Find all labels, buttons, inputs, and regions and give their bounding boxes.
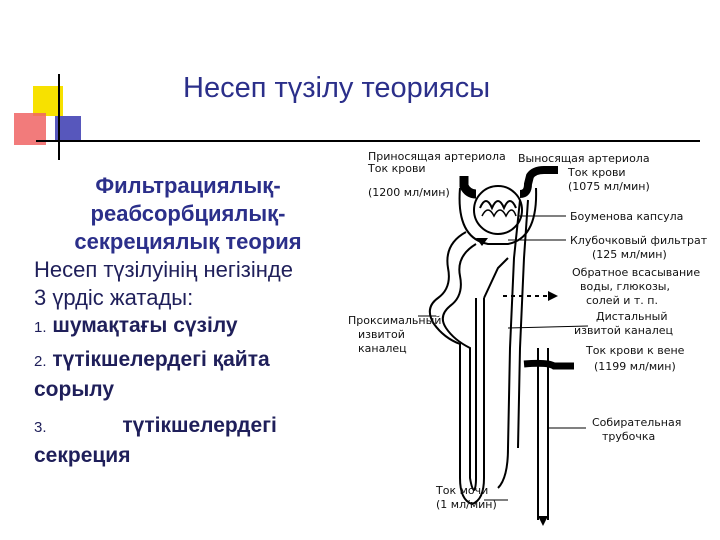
- item-continuation: сорылу: [34, 378, 115, 401]
- nephron-diagram: Приносящая артериола Ток крови (1200 мл/…: [348, 150, 708, 526]
- theory-name-line: секрециялық теория: [74, 229, 302, 254]
- label-proximal-1: Проксимальный: [348, 314, 441, 327]
- glomerulus: [473, 185, 523, 235]
- proximal-tubule: [428, 231, 467, 398]
- item-text: шумақтағы сүзілу: [52, 314, 238, 337]
- loop-of-henle-inner: [469, 298, 477, 492]
- item-continuation: секреция: [34, 444, 131, 467]
- label-filtrate-1: Клубочковый фильтрат: [570, 234, 708, 247]
- item-number: 1.: [34, 319, 47, 336]
- peritubular-capillary: [497, 199, 521, 489]
- page-title: Несеп түзілу теориясы: [183, 72, 491, 104]
- intro-line: 3 үрдіс жатады:: [34, 285, 194, 310]
- afferent-arteriole: [459, 176, 477, 199]
- label-filtrate-2: (125 мл/мин): [592, 248, 667, 261]
- intro-line: Несеп түзілуінің негізінде: [34, 257, 293, 282]
- deco-vertical-line: [58, 74, 60, 160]
- deco-horizontal-line: [36, 140, 700, 142]
- label-proximal-2: извитой: [358, 328, 405, 341]
- label-collecting-1: Собирательная: [592, 416, 681, 429]
- item-text: түтікшелердегі: [122, 414, 277, 437]
- bowman-capsule: [458, 187, 538, 245]
- label-vein-2: (1199 мл/мин): [594, 360, 676, 373]
- label-afferent-3: (1200 мл/мин): [368, 186, 450, 199]
- label-proximal-3: каналец: [358, 342, 407, 355]
- item-number: 3.: [34, 419, 47, 436]
- process-item-2: 2. түтікшелердегі қайта: [34, 346, 342, 376]
- peritubular-capillary-2: [517, 199, 529, 449]
- label-afferent-2: Ток крови: [367, 162, 426, 175]
- label-bowman: Боуменова капсула: [570, 210, 683, 223]
- vein: [523, 359, 574, 370]
- item-text: түтікшелердегі қайта: [52, 348, 270, 371]
- reabsorption-arrow-head: [548, 291, 558, 301]
- flow-arrow: [538, 516, 548, 526]
- process-item-3: 3. түтікшелердегі: [34, 412, 342, 442]
- label-vein-1: Ток крови к вене: [585, 344, 685, 357]
- label-afferent-1: Приносящая артериола: [368, 150, 506, 163]
- loop-of-henle: [459, 298, 485, 506]
- item-number: 2.: [34, 353, 47, 370]
- efferent-arteriole: [519, 166, 558, 198]
- label-efferent-2: Ток крови: [567, 166, 626, 179]
- proximal-tubule-inner: [441, 243, 477, 398]
- leader-lines: [418, 215, 589, 501]
- label-efferent-3: (1075 мл/мин): [568, 180, 650, 193]
- collecting-duct: [537, 348, 549, 520]
- label-reabs-2: воды, глюкозы,: [580, 280, 670, 293]
- label-collecting-2: трубочка: [602, 430, 655, 443]
- label-distal-1: Дистальный: [596, 310, 667, 323]
- process-item-1: 1. шумақтағы сүзілу: [34, 312, 342, 342]
- label-distal-2: извитой каналец: [574, 324, 673, 337]
- theory-name-line: Фильтрациялық-: [95, 173, 281, 198]
- flow-arrow: [476, 238, 488, 246]
- label-reabs-3: солей и т. п.: [586, 294, 658, 307]
- label-efferent-1: Выносящая артериола: [518, 152, 650, 165]
- label-urine-2: (1 мл/мин): [436, 498, 497, 511]
- distal-tubule: [483, 257, 509, 299]
- deco-red-square: [14, 113, 46, 145]
- label-urine-1: Ток мочи: [435, 484, 488, 497]
- theory-name-line: реабсорбциялық-: [90, 201, 286, 226]
- label-reabs-1: Обратное всасывание: [572, 266, 700, 279]
- theory-text-block: Фильтрациялық- реабсорбциялық- секрециял…: [34, 172, 342, 470]
